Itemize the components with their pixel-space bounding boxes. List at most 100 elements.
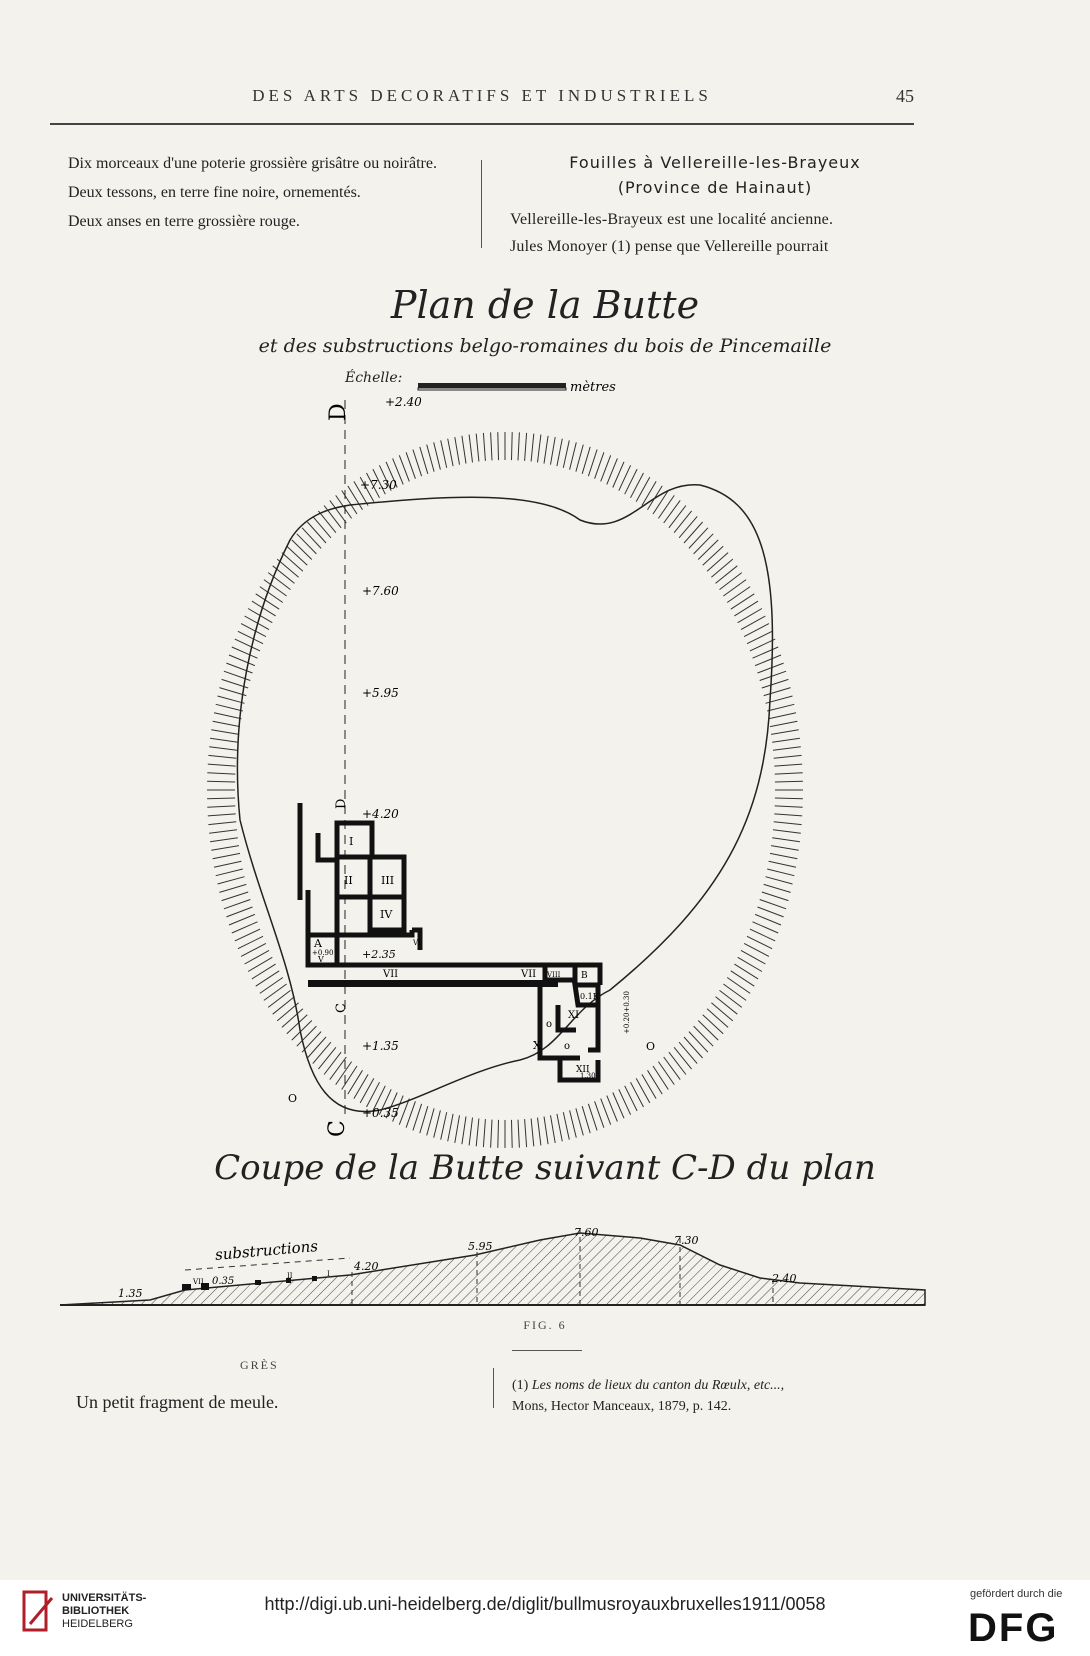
room-label: VII — [520, 969, 536, 980]
hachure-line — [618, 1089, 632, 1115]
hachure-line — [556, 438, 563, 467]
hachure-line — [223, 670, 251, 681]
elevation-label: +7.30 — [360, 478, 397, 492]
hachure-line — [226, 906, 253, 918]
hachure-line — [569, 442, 577, 470]
hachure-line — [335, 495, 353, 519]
axis-letter-d: D — [326, 403, 351, 421]
hachure-line — [657, 495, 675, 519]
hachure-line — [600, 455, 612, 482]
hachure-line — [392, 1095, 404, 1122]
hachure-line — [475, 433, 480, 462]
hachure-line — [663, 1056, 681, 1080]
room-label: X — [533, 1039, 541, 1052]
section-elevation: 7.30 — [674, 1234, 699, 1247]
axis-letter-d: D — [334, 799, 349, 809]
map-mark: O — [288, 1092, 297, 1105]
permalink-url[interactable]: http://digi.ub.uni-heidelberg.de/diglit/… — [264, 1594, 826, 1614]
hachure-line — [693, 533, 714, 555]
hachure-line — [594, 452, 605, 479]
library-name-line: BIBLIOTHEK — [62, 1605, 130, 1617]
hachure-line — [743, 942, 770, 957]
scale-tick: 20 — [549, 380, 564, 383]
hachure-line — [550, 437, 556, 465]
hachure-line — [207, 813, 236, 817]
hachure-line — [569, 1110, 577, 1138]
hachure-line — [706, 552, 729, 572]
hachure-line — [312, 516, 332, 539]
hachure-line — [761, 678, 789, 689]
hachure-line — [412, 449, 423, 477]
hachure-line — [210, 837, 238, 843]
room-label: VII — [382, 969, 398, 980]
hachure-line — [774, 780, 803, 783]
hachure-line — [231, 921, 258, 934]
room-label: II — [344, 874, 353, 887]
hachure-line — [318, 1046, 337, 1070]
hachure-line — [734, 600, 759, 617]
hachure-line — [683, 1036, 703, 1059]
hachure-line — [272, 565, 295, 584]
room-label: B — [581, 971, 588, 981]
hachure-line — [207, 772, 236, 775]
hachure-line — [468, 1117, 473, 1146]
hachure-line — [490, 432, 493, 461]
hachure-line — [550, 1115, 556, 1143]
hachure-line — [723, 579, 747, 597]
hachure-line — [556, 1113, 563, 1142]
room-label: VIII — [546, 971, 561, 979]
hachure-line — [217, 695, 245, 704]
hachure-line — [231, 646, 258, 659]
hachure-line — [630, 1081, 644, 1108]
hachure-line — [251, 963, 276, 980]
hachure-line — [530, 433, 535, 462]
hachure-line — [581, 446, 591, 474]
section-room: I — [327, 1270, 330, 1278]
library-name: UNIVERSITÄTS- BIBLIOTHEK HEIDELBERG — [62, 1592, 146, 1631]
hachure-line — [207, 805, 236, 808]
section-elevation: 0.35 — [212, 1276, 234, 1287]
hachure-line — [392, 458, 404, 485]
hachure-line — [312, 1041, 332, 1064]
hachure-line — [267, 572, 291, 590]
dfg-logo: DFG — [968, 1606, 1059, 1650]
hachure-line — [228, 654, 256, 667]
elevation-label: +1.35 — [362, 1039, 399, 1053]
figure-caption: FIG. 6 — [523, 1318, 567, 1332]
hachure-line — [398, 455, 410, 482]
hachure-line — [575, 1108, 584, 1136]
hachure-line — [347, 485, 363, 510]
hachure-line — [711, 1002, 734, 1022]
hachure-line — [771, 729, 799, 735]
section-subheading: (Province de Hainaut) — [617, 178, 813, 197]
hachure-line — [743, 623, 770, 638]
room-label: I — [349, 835, 353, 848]
hachure-line — [754, 913, 782, 926]
elevation-label: +2.40 — [385, 395, 422, 409]
room-label: 1.30 — [580, 1072, 596, 1080]
section-profile: substructions 1.35 0.35 4.20 5.95 7.60 7… — [59, 1226, 926, 1306]
hachure-line — [318, 510, 337, 534]
hachure-line — [412, 1103, 423, 1131]
hachure-line — [657, 1061, 675, 1085]
hachure-line — [673, 1046, 692, 1070]
hachure-line — [372, 1085, 386, 1112]
paragraph: Dix morceaux d'une poterie grossière gri… — [68, 155, 437, 172]
hachure-line — [307, 1036, 327, 1059]
hachure-line — [763, 883, 791, 893]
hachure-line — [497, 432, 499, 461]
hachure-line — [517, 432, 520, 461]
footnote-marker: (1) — [512, 1378, 529, 1393]
hachure-line — [767, 868, 795, 877]
hachure-line — [746, 630, 773, 645]
right-column: Fouilles à Vellereille-les-Brayeux (Prov… — [510, 150, 920, 260]
section-elevation: 4.20 — [353, 1260, 379, 1273]
hachure-line — [759, 899, 787, 910]
hachure-line — [511, 432, 513, 461]
hachure-line — [497, 1119, 499, 1148]
room-label: V — [317, 955, 324, 964]
section-elevation: 5.95 — [468, 1240, 493, 1253]
hachure-line — [372, 468, 386, 495]
scale-label: Échelle: — [345, 370, 403, 386]
hachure-line — [296, 533, 317, 555]
